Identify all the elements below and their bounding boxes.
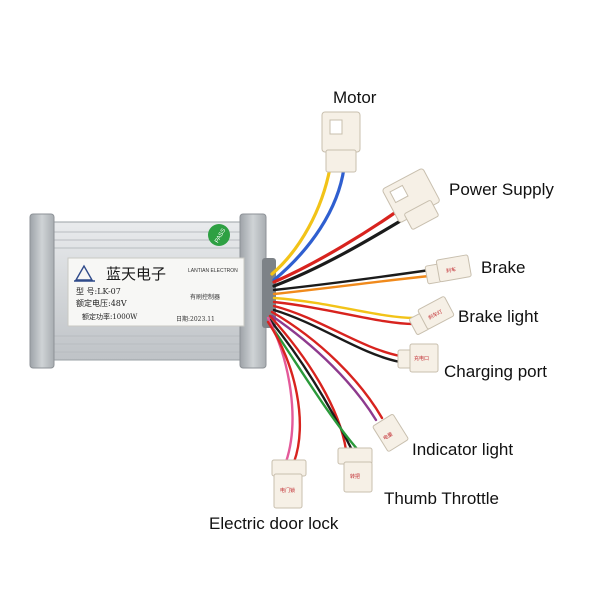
label-brake: Brake: [481, 258, 526, 277]
charging-port-connector: 充电口: [397, 343, 439, 373]
motor-wire-blue: [272, 166, 346, 282]
throttle-wire-black: [268, 318, 354, 452]
brake-light-wire-red: [272, 300, 416, 326]
svg-text:刹车: 刹车: [446, 266, 457, 275]
label-plate: [67, 257, 245, 327]
thumb-throttle-connector: 转把: [337, 447, 373, 493]
charging-wire-black: [272, 308, 402, 364]
heatsink-fins: [46, 231, 260, 353]
brake-wire-black: [272, 268, 432, 292]
svg-text:充电口: 充电口: [414, 355, 429, 362]
motor-wire-yellow: [270, 166, 332, 276]
label-motor: Motor: [333, 88, 377, 107]
indicator-wire-red: [270, 310, 384, 420]
label-brake-light: Brake light: [458, 307, 539, 326]
brake-connector: 刹车: [424, 254, 472, 285]
voltage-text: 额定电压:48V: [76, 298, 127, 308]
throttle-wire-green: [268, 322, 360, 452]
svg-text:电量: 电量: [382, 431, 394, 442]
indicator-wire-purple: [270, 314, 378, 422]
svg-text:电门锁: 电门锁: [280, 487, 295, 494]
connectors: 刹车 刹车灯 充电口 电量 转把 电门锁: [271, 111, 472, 509]
motor-connector: [321, 111, 361, 173]
brand-logo-icon: [74, 264, 95, 282]
label-door-lock: Electric door lock: [209, 514, 339, 533]
power-wire-black: [272, 218, 404, 288]
label-charging-port: Charging port: [444, 362, 548, 381]
brake-wire-orange: [272, 274, 432, 296]
indicator-light-connector: 电量: [372, 414, 409, 452]
date-text: 日期:2023.11: [176, 315, 215, 323]
brand-name: 蓝天电子: [106, 265, 166, 283]
left-end-cap: [29, 213, 55, 369]
charging-wire-red: [272, 304, 402, 358]
power-wire-red: [272, 210, 398, 284]
power-text: 额定功率:1000W: [82, 312, 138, 321]
brake-light-wire-yellow: [272, 296, 416, 320]
lock-wire-red: [266, 320, 302, 464]
wire-bundle: [266, 166, 432, 464]
throttle-wire-red: [268, 314, 348, 452]
door-lock-connector: 电门锁: [271, 459, 307, 509]
controller-box: 蓝天电子 LANTIAN ELECTRON 型 号:LK-07 额定电压:48V…: [29, 213, 276, 369]
label-indicator-light: Indicator light: [412, 440, 514, 459]
brand-name-en: LANTIAN ELECTRON: [188, 268, 238, 274]
power-connector: [382, 168, 440, 230]
label-power-supply: Power Supply: [449, 180, 554, 199]
model-text: 型 号:LK-07: [76, 287, 121, 296]
label-thumb-throttle: Thumb Throttle: [384, 489, 499, 508]
brake-light-connector: 刹车灯: [409, 296, 455, 335]
pass-sticker: PASS: [208, 224, 230, 246]
svg-text:转把: 转把: [350, 473, 360, 480]
type-text: 有刷控制器: [190, 293, 220, 301]
